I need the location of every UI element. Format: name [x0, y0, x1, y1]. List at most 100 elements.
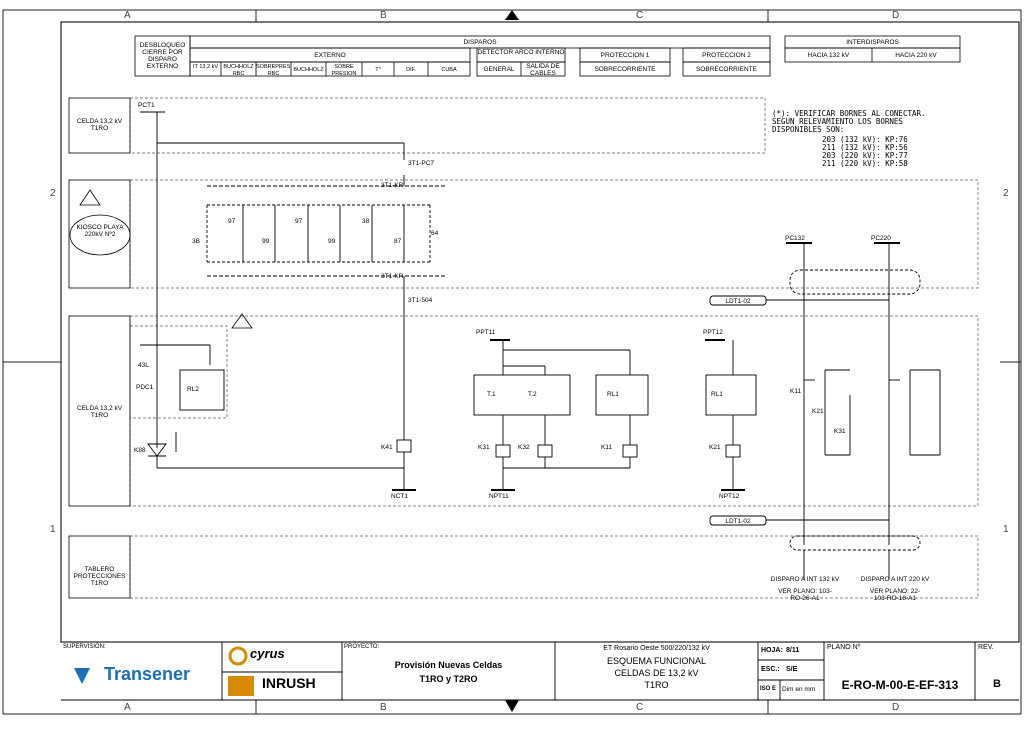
- zone-d-top: D: [892, 10, 900, 21]
- tb-titulo1: ESQUEMA FUNCIONAL: [606, 656, 707, 666]
- label-rl2: RL2: [187, 386, 199, 393]
- tb-plano: E-RO-M-00-E-EF-313: [841, 678, 959, 692]
- transener-logo-icon: [74, 668, 90, 684]
- section-celda1: CELDA 13,2 kV T1RO: [76, 118, 123, 132]
- tb-rev-label: REV.: [978, 644, 994, 651]
- zone-a-top: A: [124, 10, 131, 21]
- tb-hoja: 8/11: [786, 647, 800, 654]
- col-buchholz-rbc: BUCHHOLZ RBC: [223, 64, 254, 77]
- label-ldt1: LDT1-02: [725, 298, 751, 305]
- tb-transener: Transener: [104, 664, 191, 684]
- externo-label: EXTERNO: [314, 52, 346, 59]
- note-line-4: 211 (132 kV): KP:56: [822, 143, 908, 152]
- section-tablero: TABLERO PROTECCIONES T1RO: [73, 566, 126, 587]
- note-line-1: SEGUN RELEVAMIENTO LOS BORNES: [772, 117, 903, 126]
- detector-label: DETECTOR ARCO INTERNO: [477, 49, 565, 56]
- zone-1-left: 1: [50, 524, 56, 535]
- zone-1-right: 1: [1003, 524, 1009, 535]
- inrush-logo-icon: [228, 676, 254, 696]
- label-3t1504: 3T1-504: [408, 297, 433, 304]
- label-rl1b: RL1: [711, 391, 723, 398]
- label-nct1: NCT1: [391, 493, 408, 500]
- zone-a-bottom: A: [124, 702, 131, 713]
- zone-d-bottom: D: [892, 702, 900, 713]
- salida-label: SALIDA DE CABLES: [526, 63, 560, 77]
- general-label: GENERAL: [483, 66, 515, 73]
- tb-esc-label: ESC.:: [761, 666, 780, 673]
- tb-titulo3: T1RO: [644, 680, 669, 690]
- label-kr2: 3T1-KR: [381, 273, 404, 280]
- title-block: [61, 642, 1019, 701]
- label-3t1pc7: 3T1-PC7: [408, 160, 435, 167]
- label-pct1: PCT1: [138, 102, 155, 109]
- label-k11-coil: K11: [601, 444, 613, 451]
- label-pc132: PC132: [785, 235, 805, 242]
- relay-1: 97: [228, 218, 236, 225]
- col-sobrepres-rbc: SOBREPRES. RBC: [256, 64, 292, 77]
- relay-6: 87: [394, 238, 402, 245]
- zone-2-right: 2: [1003, 188, 1009, 199]
- zone-2-left: 2: [50, 188, 56, 199]
- tb-hoja-label: HOJA:: [761, 647, 783, 654]
- label-npt11: NPT11: [489, 493, 509, 500]
- note-line-0: (*): VERIFICAR BORNES AL CONECTAR.: [772, 109, 926, 118]
- col-it: IT 13,2 kV: [193, 64, 218, 70]
- label-k41: K41: [381, 444, 393, 451]
- disparos-label: DISPAROS: [463, 39, 497, 46]
- relay-2: 97: [295, 218, 303, 225]
- cyrus-logo-icon: [228, 646, 248, 666]
- relay-5: 38: [362, 218, 370, 225]
- label-ppt11: PPT11: [476, 329, 496, 336]
- tb-proyecto-line2: T1RO y T2RO: [419, 674, 478, 684]
- col-cuba: CUBA: [441, 67, 457, 73]
- label-ppt12: PPT12: [703, 329, 723, 336]
- col-sobrepresion: SOBRE PRESION: [331, 64, 357, 77]
- prot1-label: PROTECCION 1: [600, 52, 650, 59]
- center-mark-top: [505, 10, 519, 20]
- tb-et: ET Rosario Oeste 500/220/132 kV: [603, 645, 710, 652]
- label-43l: 43L: [138, 362, 149, 369]
- tb-inrush: INRUSH: [262, 675, 316, 691]
- col-buchholz: BUCHHOLZ: [293, 67, 324, 73]
- label-disp220: DISPARO A INT 220 kV: [860, 576, 930, 583]
- col-temp: T°: [375, 67, 381, 73]
- tb-proyecto-label: PROYECTO:: [344, 644, 380, 650]
- label-pc220: PC220: [871, 235, 891, 242]
- label-ver1: VER PLANO: 103-RO-26-A1: [778, 588, 832, 602]
- note-line-2: DISPONIBLES SON:: [772, 125, 845, 134]
- zone-b-top: B: [380, 10, 387, 21]
- tb-esc: S/E: [786, 666, 798, 673]
- label-pdc1: PDC1: [136, 384, 154, 391]
- hacia132-label: HACIA 132 kV: [807, 52, 850, 59]
- label-ver2: VER PLANO: 22-103-RO-18-A1: [869, 588, 921, 602]
- label-t2: T.2: [528, 391, 537, 398]
- note-line-3: 203 (132 kV): KP:76: [822, 135, 908, 144]
- zone-b-bottom: B: [380, 702, 387, 713]
- label-k21-contact: K21: [812, 408, 824, 415]
- hacia220-label: HACIA 220 kV: [895, 52, 937, 59]
- label-k11-contact: K11: [790, 388, 802, 395]
- label-t1: T.1: [487, 391, 496, 398]
- label-k31: K31: [478, 444, 490, 451]
- wiring: [140, 111, 941, 580]
- note-line-5: 203 (220 kV): KP:77: [822, 151, 908, 160]
- label-npt12: NPT12: [719, 493, 740, 500]
- label-k21-coil: K21: [709, 444, 721, 451]
- relay-3: 99: [262, 238, 270, 245]
- label-disp132: DISPARO A INT 132 kV: [770, 576, 840, 583]
- prot2-label: PROTECCION 2: [702, 52, 751, 59]
- note-line-6: 211 (220 kV): KP:58: [822, 159, 908, 168]
- prot2-sub-label: SOBRECORRIENTE: [695, 66, 758, 73]
- label-ldt1b: LDT1-02: [725, 518, 751, 525]
- tb-plano-label: PLANO Nº: [827, 644, 861, 651]
- center-mark-bottom: [505, 700, 519, 712]
- header-table: [134, 35, 961, 77]
- label-k88: K88: [134, 447, 146, 454]
- tb-proyecto-line1: Provisión Nuevas Celdas: [394, 660, 503, 670]
- interdisparos-label: INTERDISPAROS: [846, 39, 899, 46]
- tb-cyrus: cyrus: [250, 646, 285, 661]
- relay-4: 99: [328, 238, 336, 245]
- label-k31-contact: K31: [834, 428, 846, 435]
- tb-dim: Dim en mm: [782, 686, 816, 693]
- label-rl1: RL1: [607, 391, 619, 398]
